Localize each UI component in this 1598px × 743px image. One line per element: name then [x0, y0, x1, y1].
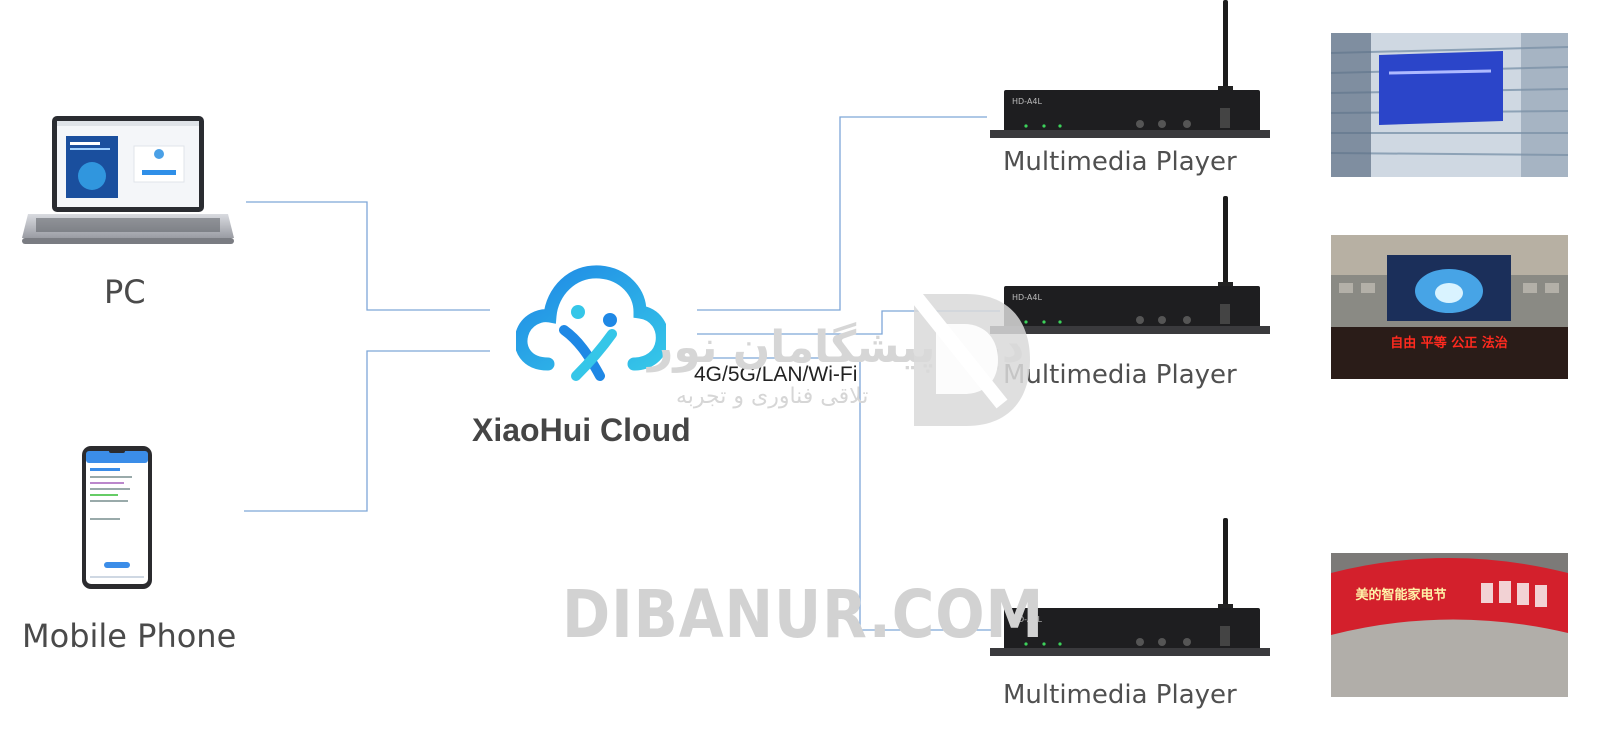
multimedia-player-2-device: HD-A4L	[990, 196, 1270, 336]
multimedia-player-1-device: HD-A4L	[990, 0, 1270, 140]
mobile-phone-label: Mobile Phone	[22, 617, 237, 655]
pc-label: PC	[104, 273, 146, 311]
dibanur-logo-watermark-icon	[906, 289, 1034, 426]
curved-led-screen-photo: 美的智能家电节	[1331, 553, 1568, 697]
mobile-phone-icon	[82, 446, 152, 589]
building-led-screen-photo	[1331, 33, 1568, 177]
street-led-screen-photo: 自由 平等 公正 法治	[1331, 235, 1568, 379]
dibanur-watermark-text: DIBANUR.COM	[562, 576, 1045, 653]
xiaohui-cloud-icon	[514, 264, 669, 382]
player-3-model-label: HD-A4L	[1012, 615, 1042, 624]
multimedia-player-2-label: Multimedia Player	[1003, 360, 1237, 390]
player-2-model-label: HD-A4L	[1012, 293, 1042, 302]
curved-screen-text: 美的智能家电节	[1355, 587, 1446, 603]
mobile-to-cloud-line	[244, 350, 490, 512]
cloud-to-player1-line	[697, 116, 987, 311]
cloud-to-player3-line	[697, 357, 996, 631]
street-screen-text: 自由 平等 公正 法治	[1390, 335, 1508, 351]
multimedia-player-3-device: HD-A4L	[990, 518, 1270, 658]
persian-watermark-subtitle: تلاقی فناوری و تجربه	[676, 384, 869, 409]
laptop-icon	[22, 114, 234, 252]
cloud-name: XiaoHui Cloud	[472, 412, 691, 448]
connection-label: 4G/5G/LAN/Wi-Fi	[694, 363, 858, 386]
pc-to-cloud-line	[246, 201, 490, 311]
player-1-model-label: HD-A4L	[1012, 97, 1042, 106]
multimedia-player-3-label: Multimedia Player	[1003, 680, 1237, 710]
multimedia-player-1-label: Multimedia Player	[1003, 147, 1237, 177]
